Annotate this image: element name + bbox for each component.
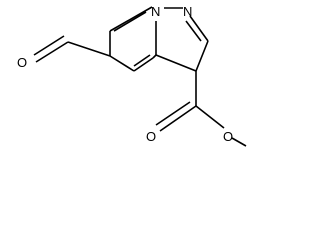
bond-cho-o	[35, 41, 69, 63]
bond-n1-c7	[109, 6, 153, 32]
atom-o-ester: O	[223, 129, 233, 144]
bond-c4-c3a	[152, 54, 157, 59]
atom-o-aldehyde: O	[17, 55, 27, 70]
bond-n2-c2	[189, 15, 209, 42]
bond-c7-c6-double	[113, 11, 147, 32]
bond-c2-c3	[195, 40, 209, 72]
bond-c5-c4-double-inner	[133, 54, 151, 67]
atom-n2: N	[183, 4, 192, 19]
bond-c6-c5	[109, 55, 135, 72]
chemical-structure-diagram: N N O O O	[17, 4, 247, 147]
bond-o-methyl	[231, 137, 247, 147]
bond-cester-o-single	[195, 105, 225, 129]
bond-cester-o-double-inner	[155, 101, 191, 126]
bond-c6-cho	[67, 41, 111, 57]
bond-c3-c3a	[155, 54, 197, 72]
bond-n2-c2-double	[185, 20, 202, 42]
bond-cho-o-double	[33, 35, 65, 56]
bond-c5-c4-double	[133, 57, 154, 72]
bond-cester-o-double	[159, 105, 197, 132]
atom-n1: N	[151, 4, 160, 19]
atom-o-carbonyl: O	[146, 129, 156, 144]
